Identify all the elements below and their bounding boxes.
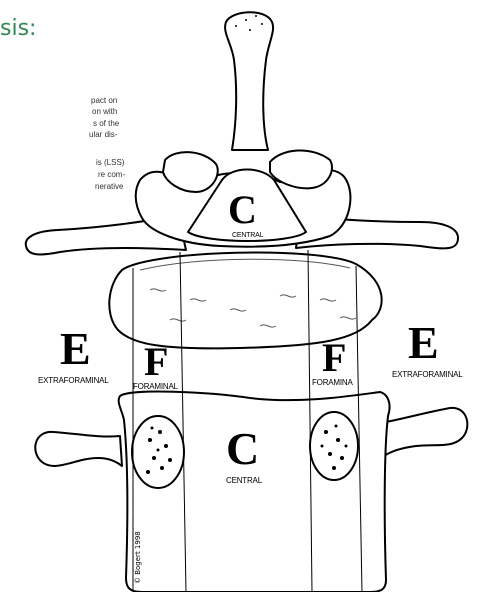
foram-right-letter: F bbox=[322, 338, 346, 378]
left-pedicle bbox=[132, 416, 184, 488]
foram-left-word: FORAMINAL bbox=[133, 382, 178, 391]
extra-left-letter: E bbox=[60, 326, 91, 372]
central-lower-letter: C bbox=[226, 426, 259, 472]
artist-signature: © Bogert 1998 bbox=[134, 531, 142, 584]
central-upper-word: CENTRAL bbox=[232, 232, 263, 239]
foram-left-letter: F bbox=[144, 342, 168, 382]
extra-right-letter: E bbox=[408, 320, 439, 366]
spinous-process bbox=[225, 12, 273, 150]
intervertebral-disc bbox=[109, 253, 381, 349]
central-upper-letter: C bbox=[228, 190, 257, 230]
left-lower-transverse-process bbox=[35, 432, 122, 466]
right-lower-transverse-process bbox=[384, 408, 467, 456]
foram-right-word: FORAMINA bbox=[312, 378, 353, 387]
extra-left-word: EXTRAFORAMINAL bbox=[38, 376, 109, 385]
central-lower-word: CENTRAL bbox=[226, 476, 262, 485]
extra-right-word: EXTRAFORAMINAL bbox=[392, 370, 463, 379]
